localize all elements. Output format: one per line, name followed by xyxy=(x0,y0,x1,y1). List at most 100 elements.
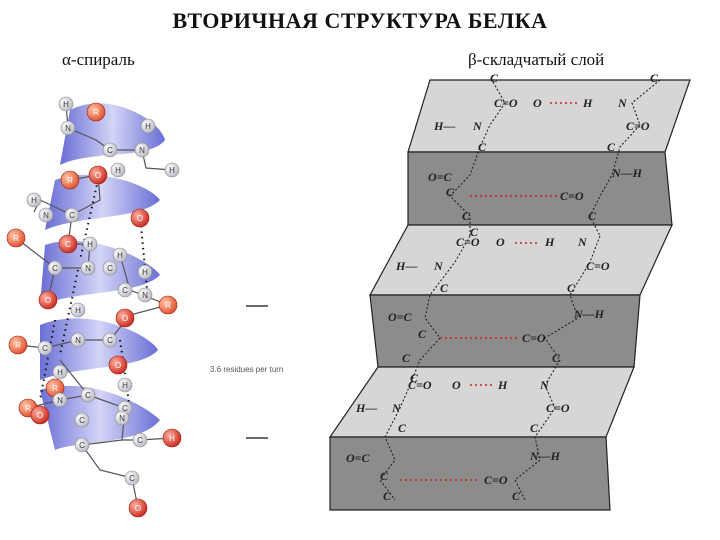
sheet-label-c-eq-o: C=O xyxy=(456,235,480,249)
helix-atom-o xyxy=(130,208,150,228)
helix-atom-label: R xyxy=(67,176,73,185)
helix-atom-o xyxy=(88,165,108,185)
helix-atom-o xyxy=(115,308,135,328)
sheet-label-n-dash-h: N—H xyxy=(611,166,643,180)
helix-atom-c xyxy=(124,470,140,486)
helix-atom-c xyxy=(74,437,90,453)
helix-atom-label: H xyxy=(169,166,175,175)
sheet-label-n: N xyxy=(472,119,483,133)
helix-atom-c xyxy=(58,234,78,254)
helix-atom-c xyxy=(102,260,118,276)
helix-atom-r xyxy=(60,170,80,190)
sheet-label-c: C xyxy=(446,185,455,199)
helix-atom-h xyxy=(52,364,68,380)
sheet-label-c-eq-o: C=O xyxy=(494,96,518,110)
sheet-hydrogen-bonds xyxy=(400,102,580,481)
helix-atom-o xyxy=(30,405,50,425)
sheet-label-c: C xyxy=(567,281,576,295)
helix-atom-label: C xyxy=(52,264,58,273)
helix-atom-label: C xyxy=(107,146,113,155)
sheet-label-c: C xyxy=(380,469,389,483)
sheet-label-c: C xyxy=(470,225,479,239)
helix-measure-label: 3.6 residues per turn xyxy=(210,365,284,374)
alpha-helix-subtitle: α-спираль xyxy=(62,50,135,69)
helix-atom-n xyxy=(60,120,76,136)
sheet-label-c-eq-o: C=O xyxy=(546,401,570,415)
sheet-label-c: C xyxy=(552,351,561,365)
helix-atom-h xyxy=(82,236,98,252)
sheet-label-c: C xyxy=(478,140,487,154)
helix-atom-label: N xyxy=(119,414,125,423)
helix-atom-h xyxy=(140,118,156,134)
helix-atom-label: H xyxy=(115,166,121,175)
helix-atom-h xyxy=(164,162,180,178)
helix-atom-h xyxy=(110,162,126,178)
sheet-label-c: C xyxy=(512,489,521,503)
sheet-label-c: C xyxy=(398,421,407,435)
helix-atom-label: O xyxy=(137,214,143,223)
helix-atom-c xyxy=(80,387,96,403)
helix-atom-h xyxy=(26,192,42,208)
beta-sheet-subtitle: β-складчатый слой xyxy=(468,50,605,69)
helix-atom-c xyxy=(132,432,148,448)
helix-atom-n xyxy=(114,410,130,426)
helix-atom-label: C xyxy=(137,436,143,445)
sheet-label-c-eq-o: C=O xyxy=(560,189,584,203)
helix-atom-r xyxy=(158,295,178,315)
helix-atom-label: H xyxy=(169,434,175,443)
helix-atom-label: O xyxy=(95,171,101,180)
sheet-label-o-eq-c: O=C xyxy=(388,310,413,324)
helix-atom-label: H xyxy=(122,381,128,390)
helix-atom-label: R xyxy=(15,341,21,350)
sheet-label-h-dash: H— xyxy=(395,259,417,273)
helix-atom-label: H xyxy=(75,306,81,315)
sheet-label-n: N xyxy=(617,96,628,110)
sheet-label-c-eq-o: C=O xyxy=(484,473,508,487)
helix-atom-label: C xyxy=(85,391,91,400)
helix-atom-r xyxy=(6,228,26,248)
helix-atom-label: N xyxy=(85,264,91,273)
helix-atom-label: N xyxy=(65,124,71,133)
helix-atom-c xyxy=(74,412,90,428)
sheet-backbone xyxy=(379,79,661,501)
sheet-label-c: C xyxy=(383,489,392,503)
helix-atom-label: H xyxy=(57,368,63,377)
sheet-label-o: O xyxy=(496,235,505,249)
helix-atom-h xyxy=(162,428,182,448)
helix-atom-label: C xyxy=(129,474,135,483)
helix-atom-label: C xyxy=(107,264,113,273)
sheet-label-c-eq-o: C=O xyxy=(586,259,610,273)
helix-atom-label: H xyxy=(142,268,148,277)
helix-atom-label: H xyxy=(145,122,151,131)
helix-atom-label: R xyxy=(25,404,31,413)
helix-atom-h xyxy=(70,302,86,318)
sheet-label-h: H xyxy=(582,96,593,110)
helix-atom-n xyxy=(137,287,153,303)
sheet-label-c: C xyxy=(410,371,419,385)
sheet-panel-4 xyxy=(369,294,641,368)
helix-atom-n xyxy=(70,332,86,348)
sheet-label-o: O xyxy=(452,378,461,392)
sheet-label-c: C xyxy=(418,327,427,341)
sheet-label-o-eq-c: O=C xyxy=(428,170,453,184)
helix-atom-n xyxy=(52,392,68,408)
helix-atom-n xyxy=(38,207,54,223)
helix-atom-label: C xyxy=(122,286,128,295)
sheet-label-c: C xyxy=(650,71,659,85)
helix-atom-label: N xyxy=(43,211,49,220)
sheet-label-h-dash: H— xyxy=(433,119,455,133)
helix-atom-label: C xyxy=(107,336,113,345)
helix-atom-label: R xyxy=(13,234,19,243)
helix-atom-label: R xyxy=(165,301,171,310)
helix-atom-o xyxy=(38,290,58,310)
sheet-label-n: N xyxy=(433,259,444,273)
helix-atom-label: N xyxy=(57,396,63,405)
helix-atom-label: H xyxy=(31,196,37,205)
sheet-label-o-eq-c: O=C xyxy=(346,451,371,465)
helix-atom-label: O xyxy=(122,314,128,323)
sheet-label-c: C xyxy=(490,71,499,85)
